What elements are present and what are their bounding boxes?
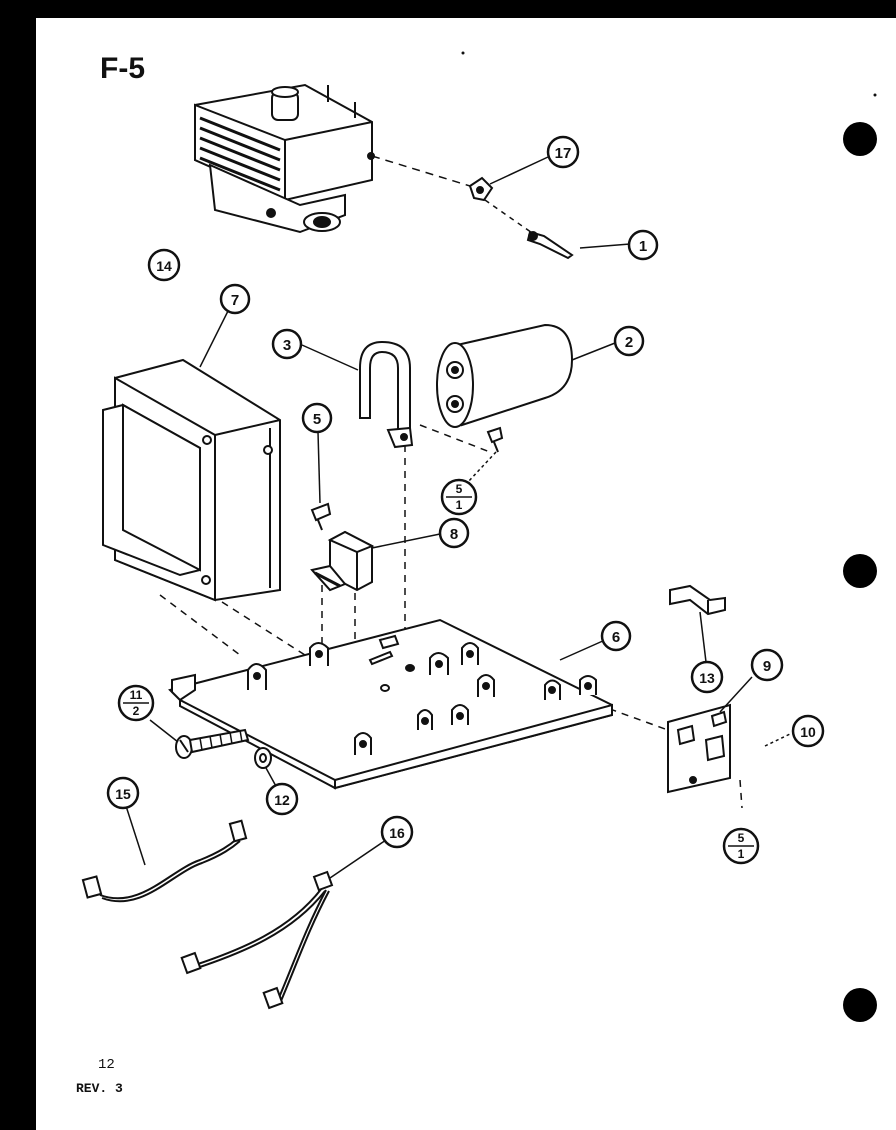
callout-fraction-5-1-board: 5 1 — [722, 827, 760, 865]
svg-text:17: 17 — [555, 145, 572, 162]
binder-hole-middle — [843, 554, 877, 588]
callout-fraction-5-1: 5 1 — [440, 478, 478, 516]
callout-5: 5 — [301, 402, 333, 434]
scan-speck — [873, 93, 877, 97]
svg-text:14: 14 — [156, 258, 172, 274]
svg-text:3: 3 — [283, 337, 291, 354]
callout-15: 15 — [106, 776, 140, 810]
leader-line — [149, 719, 179, 743]
svg-text:5: 5 — [456, 482, 463, 496]
leader-line — [719, 676, 753, 713]
relay-part — [310, 530, 375, 592]
svg-text:15: 15 — [115, 786, 131, 802]
callout-14: 14 — [147, 248, 181, 282]
svg-text:8: 8 — [450, 526, 458, 543]
svg-text:5: 5 — [738, 831, 745, 845]
wire-harness-part — [81, 819, 248, 903]
callout-8: 8 — [438, 517, 470, 549]
leader-line — [301, 344, 359, 371]
callout-17: 17 — [546, 135, 580, 169]
transformer-part — [102, 358, 281, 602]
callout-2: 2 — [613, 325, 645, 357]
callout-6: 6 — [600, 620, 632, 652]
binder-hole-bottom — [843, 988, 877, 1022]
callout-7: 7 — [219, 283, 251, 315]
leader-line — [579, 243, 631, 249]
screw-small-part — [310, 502, 332, 531]
revision-label: REV. 3 — [76, 1081, 123, 1096]
switch-board-part — [667, 703, 731, 794]
callout-12: 12 — [265, 782, 299, 816]
svg-text:1: 1 — [639, 238, 647, 255]
svg-text:7: 7 — [231, 292, 239, 309]
leader-line — [125, 805, 146, 866]
callout-fraction-11-2: 11 2 — [117, 684, 155, 722]
leader-dashed — [764, 733, 791, 747]
callout-9: 9 — [750, 648, 784, 682]
svg-text:2: 2 — [133, 704, 140, 718]
svg-text:9: 9 — [763, 658, 771, 675]
base-plate-part — [168, 618, 613, 790]
svg-text:13: 13 — [699, 670, 715, 686]
mounting-screw-part — [175, 728, 250, 759]
svg-text:6: 6 — [612, 629, 620, 646]
capacitor-part — [436, 323, 574, 428]
figure-label: F-5 — [100, 52, 145, 85]
leader-line — [371, 533, 441, 549]
leader-line — [317, 431, 321, 504]
svg-text:16: 16 — [389, 825, 405, 841]
screw-small-part — [486, 426, 504, 453]
leader-line — [489, 156, 549, 185]
leader-line — [329, 839, 387, 879]
scan-speck — [461, 51, 465, 55]
leader-dashed — [371, 155, 471, 187]
callout-13: 13 — [690, 660, 724, 694]
binder-hole-top — [843, 122, 877, 156]
wire-harness-2-part — [180, 870, 334, 1010]
thermal-cutout-part — [468, 176, 494, 202]
page-number: 12 — [98, 1057, 115, 1073]
leader-line — [199, 310, 229, 368]
svg-text:1: 1 — [738, 847, 745, 861]
leader-line — [571, 342, 616, 361]
screw-part — [526, 230, 574, 260]
svg-text:11: 11 — [130, 688, 143, 702]
leader-line — [559, 639, 606, 661]
svg-text:12: 12 — [274, 792, 290, 808]
bracket-part — [669, 584, 726, 616]
svg-text:5: 5 — [313, 411, 321, 428]
callout-3: 3 — [271, 328, 303, 360]
capacitor-band-part — [359, 340, 414, 449]
leader-line — [699, 611, 707, 663]
svg-text:10: 10 — [800, 724, 816, 740]
svg-text:1: 1 — [456, 498, 463, 512]
leader-dashed — [484, 199, 536, 236]
callout-1: 1 — [627, 229, 659, 261]
callout-10: 10 — [791, 714, 825, 748]
leader-dashed — [467, 451, 497, 483]
magnetron-part — [194, 83, 375, 234]
svg-text:2: 2 — [625, 334, 633, 351]
callout-16: 16 — [380, 815, 414, 849]
washer-part — [254, 747, 272, 769]
